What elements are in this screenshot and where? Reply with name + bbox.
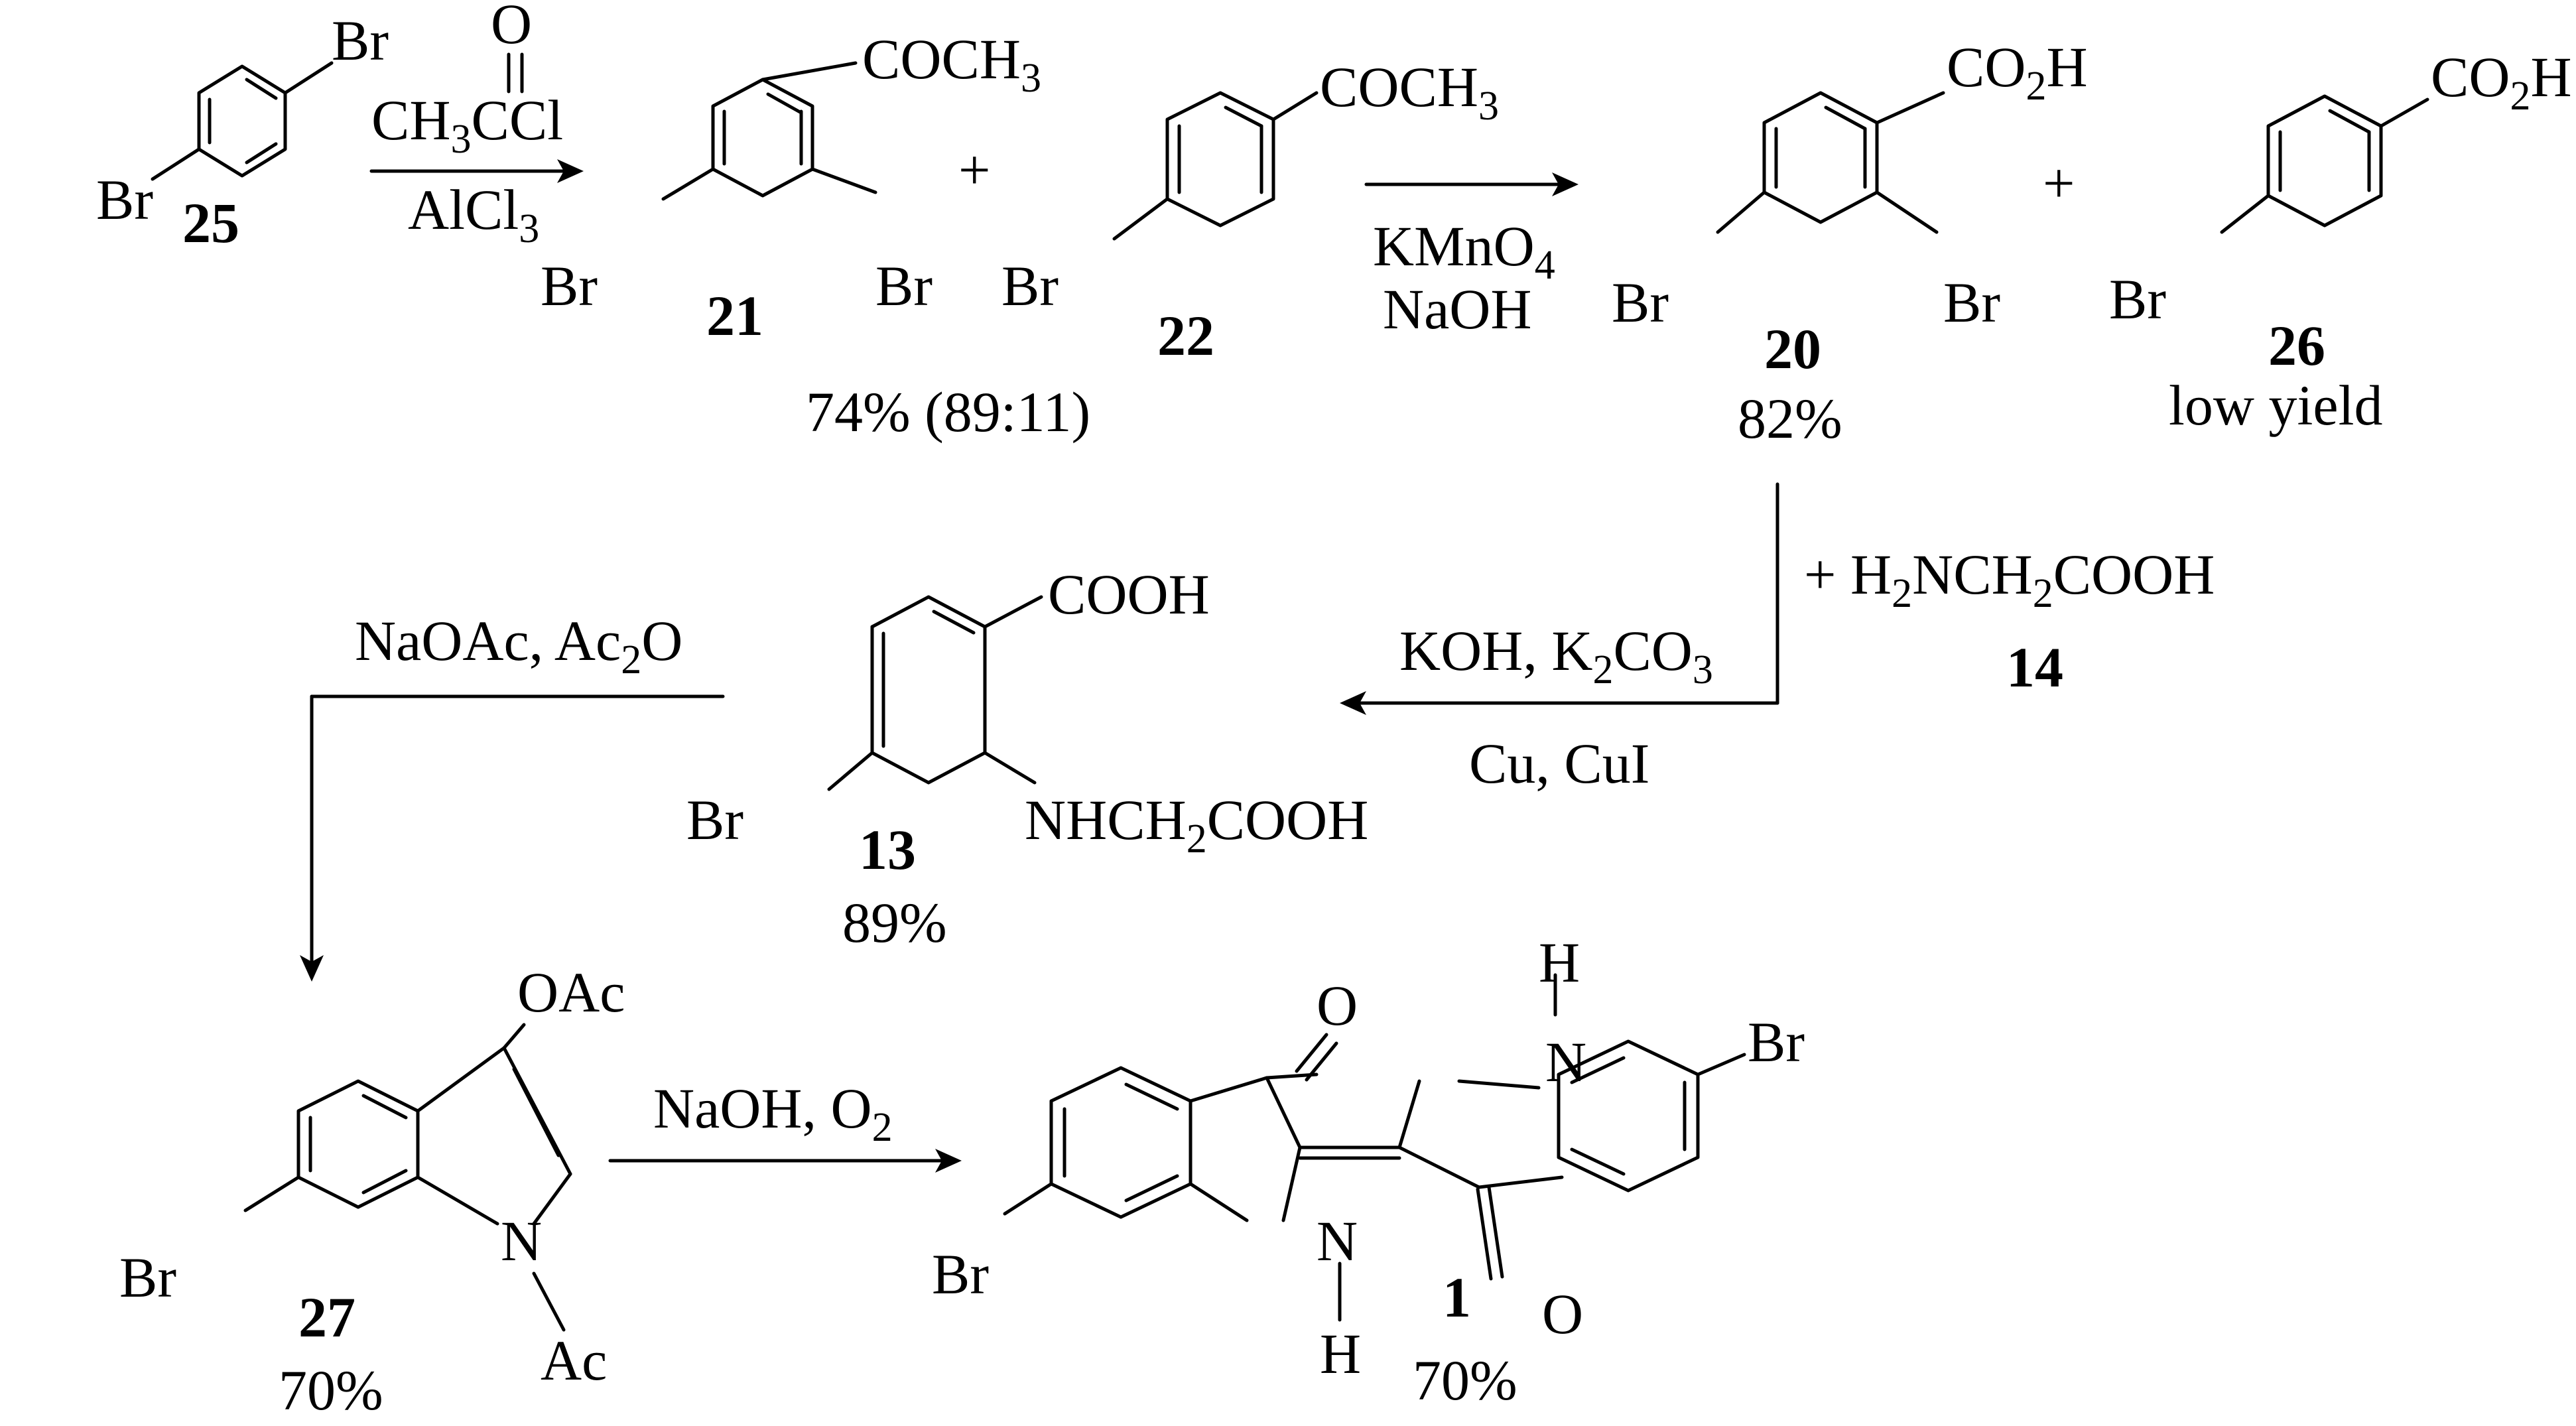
compound-id: 22	[1157, 304, 1214, 367]
yield-21-22: 74% (89:11)	[806, 380, 1090, 444]
step-1: O CH3CCl AlCl3	[369, 0, 584, 251]
yield-note: low yield	[2169, 373, 2382, 437]
atom-br: Br	[96, 168, 153, 231]
reagent-acetyl-chloride: CH3CCl	[371, 88, 563, 162]
atom-br: Br	[332, 9, 389, 72]
atom-br: Br	[2109, 267, 2166, 331]
atom-o: O	[1317, 974, 1358, 1037]
atom-n: N	[1317, 1209, 1358, 1273]
reagent-acetic-anhydride: NaOAc, Ac2O	[355, 609, 682, 682]
compound-id: 25	[182, 191, 239, 255]
plus-sign: +	[2043, 151, 2075, 215]
acetyl-group: Ac	[541, 1329, 607, 1392]
compound-id: 26	[2268, 314, 2325, 377]
glycine-substituent: NHCH2COOH	[1025, 788, 1368, 862]
reagent-aluminum-chloride: AlCl3	[408, 178, 539, 251]
reagent-oxidation: NaOH, O2	[653, 1076, 893, 1150]
compound-yield: 70%	[1413, 1348, 1517, 1412]
step-2: KMnO4 NaOH	[1364, 172, 1578, 341]
compound-25: Br Br 25	[96, 9, 389, 255]
compound-22: COCH3 Br 22	[1001, 55, 1499, 367]
acetoxy-group: OAc	[517, 960, 625, 1024]
carboxyl-group: CO2H	[1947, 35, 2088, 109]
carboxyl-group: CO2H	[2431, 45, 2572, 119]
compound-1: O O N H N H Br Br 1 70%	[932, 931, 1805, 1412]
atom-br: Br	[686, 788, 743, 852]
compound-yield: 70%	[279, 1358, 383, 1422]
atom-br: Br	[875, 254, 933, 318]
atom-br: Br	[932, 1242, 989, 1306]
compound-id: 1	[1443, 1265, 1471, 1329]
reagent-base: KOH, K2CO3	[1399, 619, 1713, 692]
compound-13: COOH NHCH2COOH Br 13 89%	[686, 562, 1368, 954]
reagent-sodium-hydroxide: NaOH	[1383, 277, 1532, 341]
atom-br: Br	[119, 1246, 176, 1309]
atom-h: H	[1320, 1322, 1361, 1386]
compound-20: CO2H Br Br 20 82%	[1612, 35, 2088, 450]
carboxyl-group: COOH	[1048, 562, 1210, 626]
compound-id: 14	[2006, 635, 2063, 699]
reagent-glycine: + H2NCH2COOH	[1804, 543, 2215, 616]
atom-br: Br	[1943, 271, 2000, 334]
atom-br: Br	[1001, 254, 1059, 318]
step-3: + H2NCH2COOH 14 KOH, K2CO3 Cu, CuI	[1340, 482, 2215, 795]
compound-yield: 89%	[842, 891, 947, 954]
compound-id: 21	[706, 284, 763, 348]
compound-yield: 82%	[1738, 387, 1842, 450]
compound-21: COCH3 Br Br 21	[541, 27, 1041, 348]
atom-br: Br	[1748, 1010, 1805, 1074]
atom-o: O	[1542, 1282, 1583, 1346]
reagent-copper: Cu, CuI	[1469, 732, 1649, 795]
compound-id: 13	[859, 818, 916, 881]
atom-h: H	[1539, 931, 1580, 994]
compound-id: 20	[1764, 317, 1821, 381]
acetyl-group: COCH3	[862, 27, 1041, 101]
reagent-permanganate: KMnO4	[1373, 214, 1555, 288]
atom-n: N	[1545, 1030, 1586, 1094]
atom-br: Br	[1612, 271, 1669, 334]
step-4: NaOAc, Ac2O	[300, 609, 725, 982]
acetyl-group: COCH3	[1320, 55, 1499, 129]
plus-sign: +	[958, 138, 991, 202]
compound-27: OAc N Ac Br 27 70%	[119, 960, 625, 1422]
step-5: NaOH, O2	[608, 1076, 962, 1173]
atom-n: N	[501, 1209, 542, 1273]
compound-id: 27	[298, 1285, 355, 1349]
compound-26: CO2H Br 26 low yield	[2109, 45, 2572, 437]
reagent-carbonyl-o: O	[491, 0, 532, 56]
atom-br: Br	[541, 254, 598, 318]
